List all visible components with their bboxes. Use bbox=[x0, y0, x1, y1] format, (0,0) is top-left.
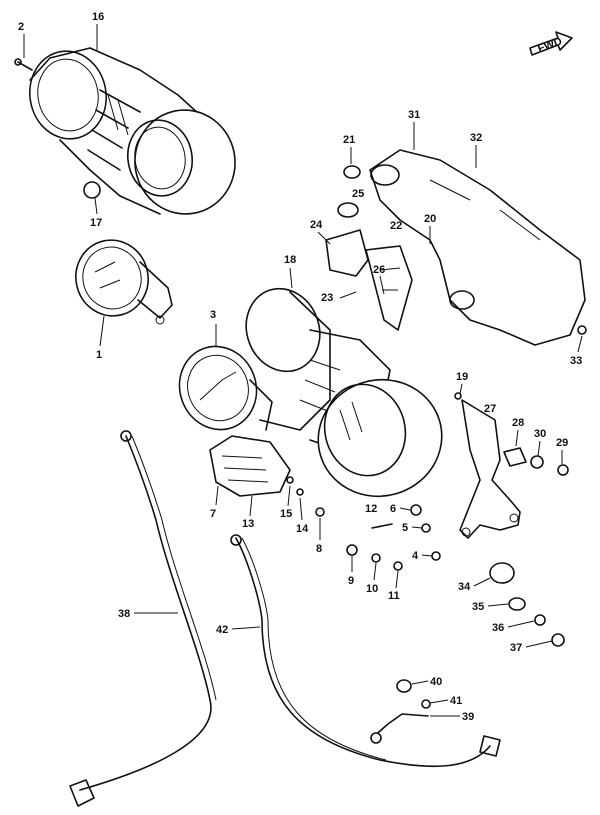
bulb-socket-parts bbox=[325, 165, 413, 331]
bulb-wire-part bbox=[370, 679, 431, 744]
callout-5: 5 bbox=[402, 522, 408, 534]
callout-31: 31 bbox=[408, 109, 420, 121]
meter-assembly-part bbox=[14, 47, 236, 215]
indicator-housing-part bbox=[209, 435, 291, 497]
callout-36: 36 bbox=[492, 622, 504, 634]
callout-23: 23 bbox=[321, 292, 333, 304]
callout-8: 8 bbox=[316, 543, 322, 555]
callout-33: 33 bbox=[570, 355, 582, 367]
fwd-label: FWD bbox=[536, 35, 564, 55]
callout-29: 29 bbox=[556, 437, 568, 449]
callout-27: 27 bbox=[484, 403, 496, 415]
callout-38: 38 bbox=[118, 608, 130, 620]
callout-41: 41 bbox=[450, 695, 462, 707]
callout-25: 25 bbox=[352, 188, 364, 200]
bracket-part bbox=[459, 399, 521, 539]
callout-34: 34 bbox=[458, 581, 471, 593]
callout-13: 13 bbox=[242, 518, 254, 530]
callout-17: 17 bbox=[90, 217, 102, 229]
callout-35: 35 bbox=[472, 601, 484, 613]
callout-3: 3 bbox=[210, 309, 216, 321]
callout-37: 37 bbox=[510, 642, 522, 654]
callout-42: 42 bbox=[216, 624, 228, 636]
callout-40: 40 bbox=[430, 676, 442, 688]
meter-cover-part bbox=[369, 149, 587, 346]
callout-20: 20 bbox=[424, 213, 436, 225]
callout-30: 30 bbox=[534, 428, 546, 440]
gauge-face-part bbox=[178, 345, 273, 431]
callout-28: 28 bbox=[512, 417, 524, 429]
small-gauge-part bbox=[75, 239, 173, 325]
callout-12: 12 bbox=[365, 503, 377, 515]
tachometer-cable-part bbox=[230, 534, 501, 768]
callout-39: 39 bbox=[462, 711, 474, 723]
callout-10: 10 bbox=[366, 583, 378, 595]
callout-22: 22 bbox=[390, 220, 402, 232]
callout-7: 7 bbox=[210, 508, 216, 520]
speedometer-cable-part bbox=[69, 430, 217, 807]
main-meter-part bbox=[317, 378, 443, 498]
callout-16: 16 bbox=[92, 11, 104, 23]
callout-9: 9 bbox=[348, 575, 354, 587]
fastener-parts bbox=[489, 447, 569, 647]
callout-19: 19 bbox=[456, 371, 468, 383]
callout-32: 32 bbox=[470, 132, 482, 144]
callout-6: 6 bbox=[390, 503, 396, 515]
callout-labels: 16 2 17 1 3 18 23 21 31 32 25 22 20 24 2… bbox=[18, 11, 583, 723]
callout-15: 15 bbox=[280, 508, 292, 520]
callout-4: 4 bbox=[412, 550, 419, 562]
callout-24: 24 bbox=[310, 219, 323, 231]
callout-2: 2 bbox=[18, 21, 24, 33]
callout-1: 1 bbox=[96, 349, 102, 361]
fwd-arrow-icon: FWD bbox=[529, 31, 573, 56]
callout-11: 11 bbox=[388, 590, 400, 602]
callout-18: 18 bbox=[284, 254, 296, 266]
callout-21: 21 bbox=[343, 134, 355, 146]
callout-26: 26 bbox=[373, 264, 385, 276]
callout-14: 14 bbox=[296, 523, 309, 535]
